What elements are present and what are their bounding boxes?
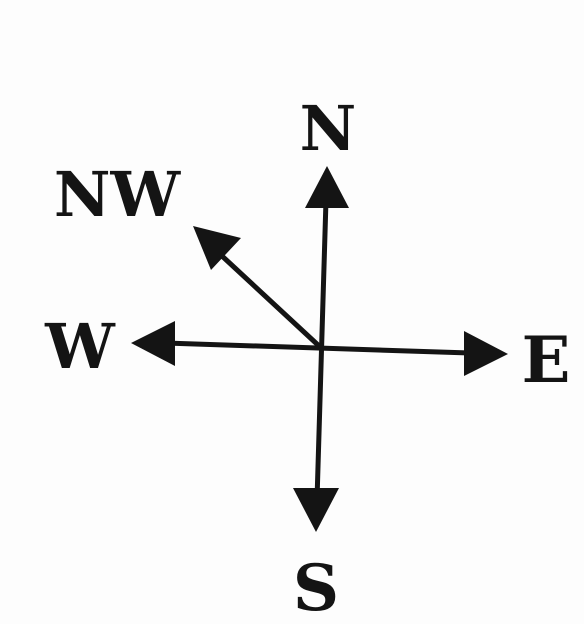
west-east-line [162, 340, 473, 356]
label-north: N [300, 92, 357, 165]
northwest-arrowhead [193, 226, 241, 270]
northwest-arrow [193, 226, 321, 348]
west-arrowhead [131, 321, 175, 366]
northwest-line [219, 253, 321, 348]
east-arrowhead [464, 331, 508, 376]
west-east-axis [131, 321, 508, 376]
label-northwest: NW [54, 158, 182, 231]
north-arrowhead [305, 166, 349, 208]
label-south: S [293, 551, 339, 624]
south-arrowhead [293, 488, 339, 532]
label-east: E [522, 323, 571, 398]
label-west: W [44, 310, 116, 383]
